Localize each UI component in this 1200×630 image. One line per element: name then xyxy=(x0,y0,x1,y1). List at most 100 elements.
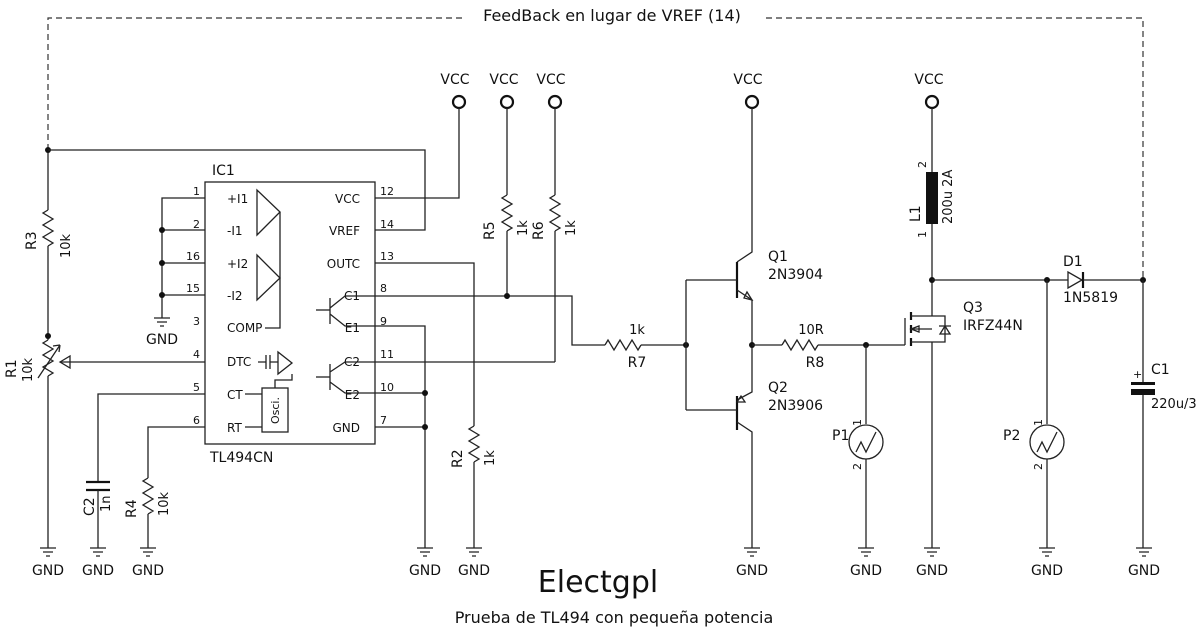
svg-text:3: 3 xyxy=(193,315,200,328)
gnd-11: GND xyxy=(146,317,178,348)
gnd-7: GND xyxy=(850,547,882,579)
svg-text:P1: P1 xyxy=(832,428,849,444)
l1-inductor: L1 200u 2A 2 1 xyxy=(908,108,956,280)
svg-text:1: 1 xyxy=(193,185,200,198)
svg-text:GND: GND xyxy=(1128,563,1160,579)
svg-text:14: 14 xyxy=(380,218,394,231)
gnd-10: GND xyxy=(1128,547,1160,579)
gnd-5: GND xyxy=(458,547,490,579)
ic1-tl494: IC1 TL494CN 1 2 16 15 3 4 5 6 +I1 -I1 +I… xyxy=(186,163,394,466)
r2-resistor: R2 1k xyxy=(375,262,498,548)
r1-value: 10k xyxy=(21,357,36,382)
error-amp-1 xyxy=(256,188,281,237)
ic-output-transistor-1 xyxy=(316,295,360,327)
svg-text:+: + xyxy=(1133,368,1142,381)
ic1-ref: IC1 xyxy=(212,163,235,179)
r4-value: 10k xyxy=(157,491,172,516)
svg-text:R6: R6 xyxy=(531,221,547,240)
gnd-9: GND xyxy=(1031,547,1063,579)
svg-text:E2: E2 xyxy=(345,388,360,402)
gnd-1: GND xyxy=(32,547,64,579)
svg-text:8: 8 xyxy=(380,282,387,295)
c2-ref: C2 xyxy=(82,497,98,516)
svg-text:GND: GND xyxy=(82,563,114,579)
svg-text:GND: GND xyxy=(458,563,490,579)
svg-text:1: 1 xyxy=(851,419,864,426)
svg-text:VCC: VCC xyxy=(733,72,762,88)
svg-text:Osci.: Osci. xyxy=(269,397,282,424)
svg-text:IRFZ44N: IRFZ44N xyxy=(963,318,1023,334)
svg-text:E1: E1 xyxy=(345,321,360,335)
svg-text:-I1: -I1 xyxy=(227,224,243,238)
svg-text:R5: R5 xyxy=(482,221,498,240)
d1-diode: D1 1N5819 xyxy=(932,254,1143,306)
vcc-terminal-4: VCC xyxy=(733,72,763,110)
svg-text:GND: GND xyxy=(850,563,882,579)
svg-text:R2: R2 xyxy=(450,449,466,468)
feedback-line: FeedBack en lugar de VREF (14) xyxy=(47,4,1144,280)
svg-text:+I2: +I2 xyxy=(227,257,248,271)
r3-r1-column: R3 10k R1 10k xyxy=(4,147,426,548)
svg-text:1k: 1k xyxy=(516,220,531,236)
c2-capacitor: C2 1n xyxy=(82,393,205,548)
svg-text:6: 6 xyxy=(193,414,200,427)
svg-text:VCC: VCC xyxy=(914,72,943,88)
svg-text:1: 1 xyxy=(916,231,929,238)
svg-text:2N3904: 2N3904 xyxy=(768,267,823,283)
error-amp-wiring xyxy=(159,197,205,318)
svg-text:GND: GND xyxy=(32,563,64,579)
svg-text:OUTC: OUTC xyxy=(327,257,360,271)
r5-resistor: R5 1k xyxy=(482,108,531,296)
svg-text:Q2: Q2 xyxy=(768,380,788,396)
svg-text:12: 12 xyxy=(380,185,394,198)
svg-text:Q3: Q3 xyxy=(963,300,983,316)
svg-text:GND: GND xyxy=(146,332,178,348)
svg-text:DTC: DTC xyxy=(227,355,251,369)
page-subtitle: Prueba de TL494 con pequeña potencia xyxy=(455,608,774,627)
svg-text:200u 2A: 200u 2A xyxy=(941,170,956,224)
svg-text:-I2: -I2 xyxy=(227,289,243,303)
svg-text:GND: GND xyxy=(332,421,360,435)
svg-text:220u/3: 220u/3 xyxy=(1151,397,1197,412)
svg-text:16: 16 xyxy=(186,250,200,263)
dtc-comparator xyxy=(277,350,294,376)
svg-text:RT: RT xyxy=(227,421,242,435)
svg-text:Q1: Q1 xyxy=(768,249,788,265)
r4-resistor: R4 10k xyxy=(124,426,205,548)
gnd-6: GND xyxy=(736,547,768,579)
r7-resistor: 1k R7 xyxy=(604,323,686,371)
svg-text:R7: R7 xyxy=(628,355,647,371)
svg-text:VREF: VREF xyxy=(329,224,360,238)
feedback-label: FeedBack en lugar de VREF (14) xyxy=(483,6,741,25)
vcc-terminals: VCC VCC VCC VCC VCC xyxy=(440,72,944,110)
svg-text:2N3906: 2N3906 xyxy=(768,398,823,414)
r1-potentiometer xyxy=(41,339,55,377)
page-title: Electgpl xyxy=(538,565,658,600)
svg-text:+I1: +I1 xyxy=(227,192,248,206)
svg-text:P2: P2 xyxy=(1003,428,1020,444)
q3-mosfet: Q3 IRFZ44N xyxy=(904,280,1023,548)
svg-text:1: 1 xyxy=(1032,419,1045,426)
gnd-4: GND xyxy=(409,547,441,579)
svg-text:CT: CT xyxy=(227,388,243,402)
svg-text:VCC: VCC xyxy=(440,72,469,88)
r4-ref: R4 xyxy=(124,499,140,518)
vcc-terminal-1: VCC xyxy=(440,72,470,110)
error-amp-2 xyxy=(256,253,281,302)
svg-text:4: 4 xyxy=(193,348,200,361)
svg-text:L1: L1 xyxy=(908,205,924,222)
svg-text:2: 2 xyxy=(1032,463,1045,470)
gnd-2: GND xyxy=(82,547,114,579)
svg-text:5: 5 xyxy=(193,381,200,394)
svg-text:15: 15 xyxy=(186,282,200,295)
r3-resistor xyxy=(41,209,55,247)
svg-text:R8: R8 xyxy=(806,355,825,371)
r8-resistor: 10R R8 xyxy=(752,323,905,371)
svg-text:GND: GND xyxy=(736,563,768,579)
svg-text:2: 2 xyxy=(916,161,929,168)
svg-text:GND: GND xyxy=(1031,563,1063,579)
svg-text:GND: GND xyxy=(132,563,164,579)
vcc-terminal-2: VCC xyxy=(489,72,519,110)
gnd-8: GND xyxy=(916,547,948,579)
